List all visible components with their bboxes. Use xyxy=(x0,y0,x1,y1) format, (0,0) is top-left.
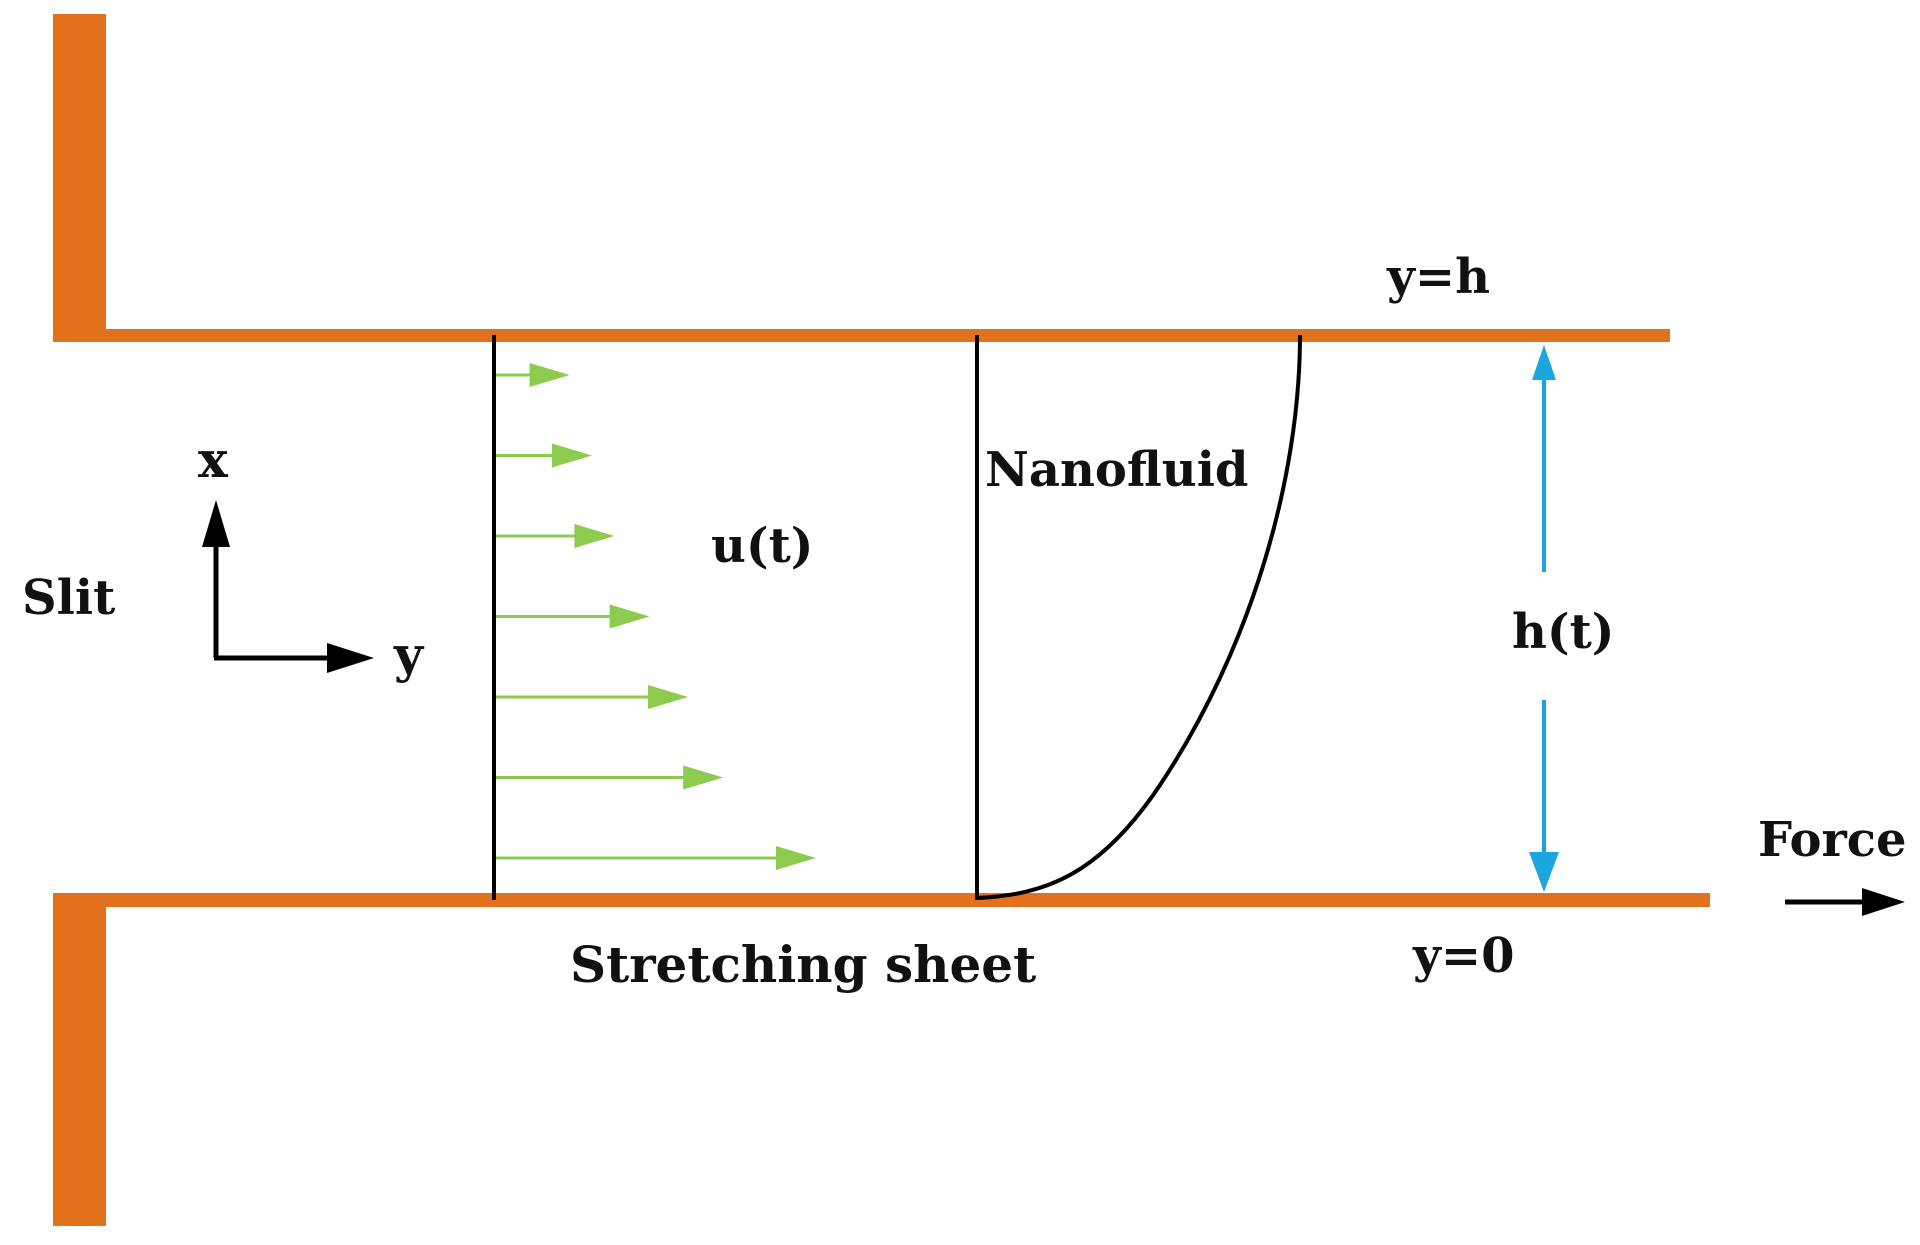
label-velocity-u-t: u(t) xyxy=(711,518,814,574)
label-axis-y: y xyxy=(393,625,425,684)
velocity-arrow-head-4 xyxy=(609,604,650,629)
gap-arrow-lower-head xyxy=(1529,852,1559,892)
velocity-arrow-head-7 xyxy=(776,846,816,870)
y-axis-arrowhead xyxy=(327,643,374,673)
label-slit: Slit xyxy=(22,570,115,626)
lower-slit-wall xyxy=(53,893,106,1226)
label-y-equals-h: y=h xyxy=(1386,249,1490,305)
force-arrow-head xyxy=(1862,888,1905,916)
upper-slit-wall xyxy=(53,14,106,337)
velocity-arrow-head-5 xyxy=(648,685,688,709)
velocity-arrow-head-6 xyxy=(683,765,724,790)
velocity-arrow-head-3 xyxy=(574,524,615,548)
gap-arrow-upper-head xyxy=(1532,345,1556,380)
gap-arrow xyxy=(1529,345,1559,892)
coordinate-axes xyxy=(202,500,374,673)
velocity-arrow-head-2 xyxy=(552,443,592,468)
x-axis-arrowhead xyxy=(202,500,230,547)
label-nanofluid: Nanofluid xyxy=(985,442,1248,498)
upper-plate xyxy=(53,329,1670,342)
velocity-arrows xyxy=(496,363,816,870)
label-gap-h-t: h(t) xyxy=(1512,604,1615,660)
nanofluid-profile-curve xyxy=(976,334,1302,900)
label-axis-x: x xyxy=(198,430,229,489)
velocity-arrow-head-1 xyxy=(529,363,570,387)
force-arrow xyxy=(1785,888,1905,916)
label-y-equals-0: y=0 xyxy=(1412,928,1515,984)
label-stretching-sheet: Stretching sheet xyxy=(570,935,1036,994)
label-force: Force xyxy=(1758,812,1907,868)
stretching-sheet xyxy=(53,893,1710,907)
plates xyxy=(53,14,1710,1226)
